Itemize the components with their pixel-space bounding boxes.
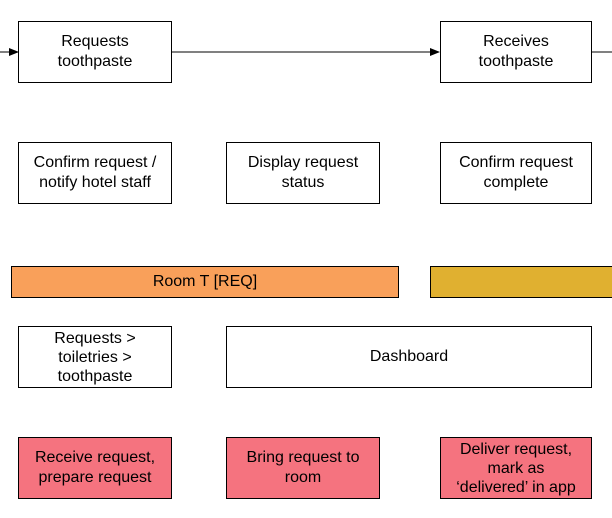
- node-dashboard: Dashboard: [226, 326, 592, 388]
- node-display-request-status: Display request status: [226, 142, 380, 204]
- node-requests-toiletries: Requests > toiletries > toothpaste: [18, 326, 172, 388]
- lane-room-t-label: Room T [REQ]: [152, 273, 258, 290]
- node-deliver-request: Deliver request, mark as ‘delivered’ in …: [440, 437, 592, 499]
- lane-room-t: Room T [REQ]: [11, 266, 399, 298]
- lane-second: [430, 266, 612, 298]
- node-bring-request: Bring request to room: [226, 437, 380, 499]
- node-requests-toothpaste: Requests toothpaste: [18, 21, 172, 83]
- node-receives-toothpaste: Receives toothpaste: [440, 21, 592, 83]
- node-confirm-request-complete: Confirm request complete: [440, 142, 592, 204]
- node-receive-request: Receive request, prepare request: [18, 437, 172, 499]
- node-confirm-request-notify: Confirm request / notify hotel staff: [18, 142, 172, 204]
